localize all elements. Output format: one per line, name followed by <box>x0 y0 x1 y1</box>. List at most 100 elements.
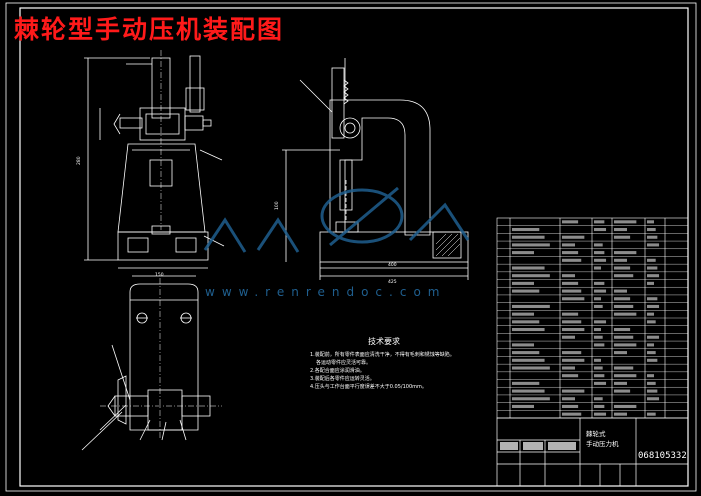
parts-cell-scribble <box>512 289 540 293</box>
parts-cell-scribble <box>594 304 603 308</box>
tech-req-heading: 技术要求 <box>368 336 400 346</box>
parts-cell-scribble <box>647 297 658 301</box>
parts-cell-scribble <box>594 228 607 232</box>
parts-cell-scribble <box>562 358 585 362</box>
inner-frame <box>19 7 689 487</box>
parts-cell-scribble <box>562 297 585 301</box>
parts-cell-scribble <box>512 328 545 332</box>
parts-cell-scribble <box>562 389 585 393</box>
parts-cell-scribble <box>512 274 550 278</box>
parts-cell-scribble <box>614 266 631 270</box>
tech-req-item-4: 4.压头与工作台面平行度误差不大于0.05/100mm。 <box>310 383 427 390</box>
parts-cell-scribble <box>562 220 579 224</box>
dim-side-width-outer: 425 <box>388 279 397 285</box>
parts-cell-scribble <box>562 274 575 278</box>
parts-cell-scribble <box>562 320 582 324</box>
parts-cell-scribble <box>512 266 545 270</box>
parts-cell-scribble <box>562 251 579 255</box>
parts-cell-scribble <box>647 281 654 285</box>
parts-cell-scribble <box>647 243 660 247</box>
outer-frame <box>5 2 697 492</box>
parts-cell-scribble <box>594 328 601 332</box>
parts-cell-scribble <box>562 281 579 285</box>
title-block-name-line2: 手动压力机 <box>586 439 619 448</box>
parts-cell-scribble <box>562 404 579 408</box>
dim-side-width-inner: 400 <box>388 262 397 268</box>
parts-cell-scribble <box>647 220 654 224</box>
title-block-stamp-3 <box>548 442 576 450</box>
parts-cell-scribble <box>614 297 631 301</box>
parts-cell-scribble <box>647 389 658 393</box>
side-view <box>282 58 469 280</box>
parts-cell-scribble <box>562 335 575 339</box>
parts-cell-scribble <box>562 289 582 293</box>
parts-cell-scribble <box>594 397 603 401</box>
parts-cell-scribble <box>614 412 627 416</box>
parts-cell-scribble <box>614 374 637 378</box>
parts-cell-scribble <box>647 351 656 355</box>
parts-cell-scribble <box>614 258 627 262</box>
parts-cell-scribble <box>647 412 656 416</box>
parts-cell-scribble <box>512 235 545 239</box>
watermark-logo <box>203 186 470 253</box>
parts-cell-scribble <box>614 228 627 232</box>
parts-cell-scribble <box>512 243 550 247</box>
parts-cell-scribble <box>594 404 605 408</box>
parts-cell-scribble <box>594 258 607 262</box>
parts-cell-scribble <box>512 389 545 393</box>
parts-cell-scribble <box>647 358 658 362</box>
title-block-drawing-code: 068105332 <box>638 451 687 461</box>
side-view-hatching <box>435 233 461 257</box>
parts-cell-scribble <box>512 320 540 324</box>
parts-cell-scribble <box>594 374 605 378</box>
parts-cell-scribble <box>512 397 550 401</box>
parts-cell-scribble <box>647 228 656 232</box>
tech-req-item-3: 3.装配后各零件应运转灵活。 <box>310 375 375 382</box>
parts-cell-scribble <box>647 320 656 324</box>
parts-cell-scribble <box>614 251 637 255</box>
parts-cell-scribble <box>594 297 601 301</box>
parts-cell-scribble <box>614 366 634 370</box>
parts-cell-scribble <box>562 328 585 332</box>
title-block <box>496 417 689 487</box>
parts-cell-scribble <box>647 304 660 308</box>
tech-req-item-1: 1.装配前，所有零件表面应清洗干净，不得有毛刺和锈蚀等缺陷。 <box>310 351 455 358</box>
parts-cell-scribble <box>562 312 579 316</box>
parts-cell-scribble <box>512 343 534 347</box>
parts-cell-scribble <box>647 274 660 278</box>
parts-cell-scribble <box>647 374 654 378</box>
parts-cell-scribble <box>512 251 534 255</box>
parts-cell-scribble <box>614 343 637 347</box>
drawing-title: 棘轮型手动压机装配图 <box>14 15 284 44</box>
parts-cell-scribble <box>512 304 550 308</box>
watermark-text: www.renrendoc.com <box>205 285 446 299</box>
parts-cell-scribble <box>594 281 605 285</box>
tech-req-item-1b: 各运动零件应灵活可靠。 <box>316 359 371 366</box>
parts-cell-scribble <box>594 335 603 339</box>
parts-cell-scribble <box>562 243 575 247</box>
parts-cell-scribble <box>647 335 660 339</box>
parts-cell-scribble <box>562 351 582 355</box>
parts-cell-scribble <box>614 389 631 393</box>
parts-cell-scribble <box>614 220 637 224</box>
dim-side-height: 100 <box>274 201 280 210</box>
parts-cell-scribble <box>594 251 605 255</box>
dim-front-base-width: 150 <box>155 272 164 278</box>
dim-overall-height: 280 <box>76 156 82 165</box>
parts-cell-scribble <box>562 412 582 416</box>
parts-cell-scribble <box>562 397 575 401</box>
parts-cell-scribble <box>647 235 658 239</box>
title-block-stamp-2 <box>523 442 543 450</box>
parts-cell-scribble <box>647 258 656 262</box>
parts-cell-scribble <box>594 381 607 385</box>
parts-cell-scribble <box>512 228 540 232</box>
parts-cell-scribble <box>594 412 607 416</box>
front-view <box>84 50 225 269</box>
parts-cell-scribble <box>512 281 534 285</box>
parts-cell-scribble <box>594 220 605 224</box>
parts-cell-scribble <box>614 335 634 339</box>
tech-req-item-2: 2.各配合面应涂润滑油。 <box>310 367 365 374</box>
parts-cell-scribble <box>647 397 660 401</box>
parts-cell-scribble <box>512 381 540 385</box>
